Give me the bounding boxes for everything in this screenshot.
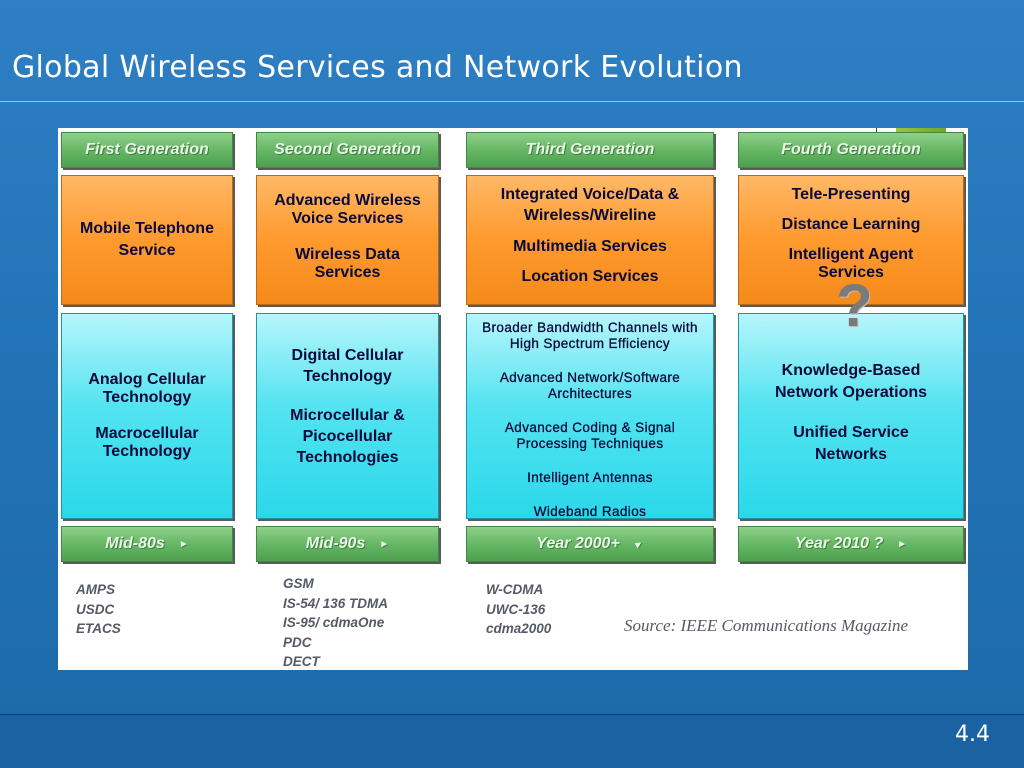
standard-item: PDC bbox=[283, 634, 312, 650]
standard-item: cdma2000 bbox=[486, 621, 552, 636]
generation-header-third: Third Generation bbox=[466, 132, 714, 168]
play-arrow-icon: ► bbox=[897, 538, 908, 550]
era-label: Year 2000+ bbox=[536, 535, 620, 552]
technology-item: Broader Bandwidth Channels with High Spe… bbox=[482, 320, 698, 351]
standard-item: GSM bbox=[283, 576, 314, 591]
standard-item: IS-95/ cdmaOne bbox=[283, 615, 385, 630]
service-item: Distance Learning bbox=[781, 216, 921, 233]
play-arrow-icon: ► bbox=[631, 536, 646, 552]
service-item: Location Services bbox=[521, 268, 659, 285]
play-arrow-icon: ► bbox=[379, 538, 390, 550]
service-item: Tele-Presenting bbox=[791, 186, 911, 203]
page-number: 4.4 bbox=[955, 722, 990, 747]
standards-list-third: W-CDMA UWC-136 cdma2000 bbox=[486, 580, 551, 639]
era-label: Mid-90s bbox=[305, 535, 366, 552]
era-bar-fourth: Year 2010 ? ► bbox=[738, 526, 964, 562]
standard-item: DECT bbox=[283, 654, 320, 669]
technology-item: Advanced Coding & Signal Processing Tech… bbox=[504, 420, 676, 451]
era-bar-first: Mid-80s ► bbox=[61, 526, 233, 562]
slide-title: Global Wireless Services and Network Evo… bbox=[12, 50, 743, 85]
service-item: Intelligent Agent Services bbox=[788, 246, 914, 281]
era-label: Mid-80s bbox=[105, 535, 165, 552]
technology-box-third: Broader Bandwidth Channels with High Spe… bbox=[466, 313, 714, 519]
services-box-first: Mobile Telephone Service bbox=[61, 175, 233, 305]
decorative-bar bbox=[896, 128, 946, 134]
services-box-third: Integrated Voice/Data & Wireless/Wirelin… bbox=[466, 175, 714, 305]
standard-item: IS-54/ 136 TDMA bbox=[283, 595, 389, 611]
title-divider bbox=[0, 101, 1024, 102]
technology-item: Advanced Network/Software Architectures bbox=[499, 370, 681, 401]
generation-header-second: Second Generation bbox=[256, 132, 439, 168]
technology-item: Unified Service Networks bbox=[793, 424, 909, 463]
technology-item: Digital Cellular Technology bbox=[291, 347, 404, 385]
service-item: Advanced Wireless Voice Services bbox=[274, 192, 421, 227]
standard-item: UWC-136 bbox=[486, 601, 546, 617]
service-item: Mobile Telephone Service bbox=[80, 220, 214, 259]
technology-item: Macrocellular Technology bbox=[95, 425, 199, 460]
standard-item: USDC bbox=[76, 601, 115, 617]
service-item: Wireless Data Services bbox=[295, 246, 400, 281]
footer-band bbox=[0, 715, 1024, 768]
technology-box-fourth: Knowledge-Based Network Operations Unifi… bbox=[738, 313, 964, 519]
era-bar-second: Mid-90s ► bbox=[256, 526, 439, 562]
standard-item: AMPS bbox=[76, 582, 116, 597]
technology-box-second: Digital Cellular Technology Microcellula… bbox=[256, 313, 439, 519]
technology-box-first: Analog Cellular Technology Macrocellular… bbox=[61, 313, 233, 519]
standards-list-second: GSM IS-54/ 136 TDMA IS-95/ cdmaOne PDC D… bbox=[283, 574, 388, 672]
service-item: Multimedia Services bbox=[513, 238, 667, 255]
technology-item: Analog Cellular Technology bbox=[88, 371, 206, 406]
question-mark-icon: ? bbox=[836, 272, 873, 339]
era-bar-third: Year 2000+ ► bbox=[466, 526, 714, 562]
play-arrow-icon: ► bbox=[178, 538, 189, 550]
technology-item: Microcellular & Picocellular Technologie… bbox=[290, 407, 405, 466]
technology-item: Knowledge-Based Network Operations bbox=[774, 362, 928, 401]
era-label: Year 2010 ? bbox=[794, 535, 884, 552]
standards-list-first: AMPS USDC ETACS bbox=[76, 580, 121, 639]
standard-item: W-CDMA bbox=[486, 582, 544, 597]
evolution-diagram: First Generation Second Generation Third… bbox=[58, 128, 968, 670]
footer-divider bbox=[0, 714, 1024, 715]
generation-header-fourth: Fourth Generation bbox=[738, 132, 964, 168]
generation-header-first: First Generation bbox=[61, 132, 233, 168]
services-box-fourth: Tele-Presenting Distance Learning Intell… bbox=[738, 175, 964, 305]
standard-item: ETACS bbox=[76, 621, 121, 636]
services-box-second: Advanced Wireless Voice Services Wireles… bbox=[256, 175, 439, 305]
technology-item: Intelligent Antennas bbox=[527, 470, 653, 485]
decorative-line bbox=[876, 128, 877, 132]
source-citation: Source: IEEE Communications Magazine bbox=[624, 616, 909, 635]
service-item: Integrated Voice/Data & Wireless/Wirelin… bbox=[500, 186, 680, 224]
technology-item: Wideband Radios bbox=[533, 504, 647, 519]
